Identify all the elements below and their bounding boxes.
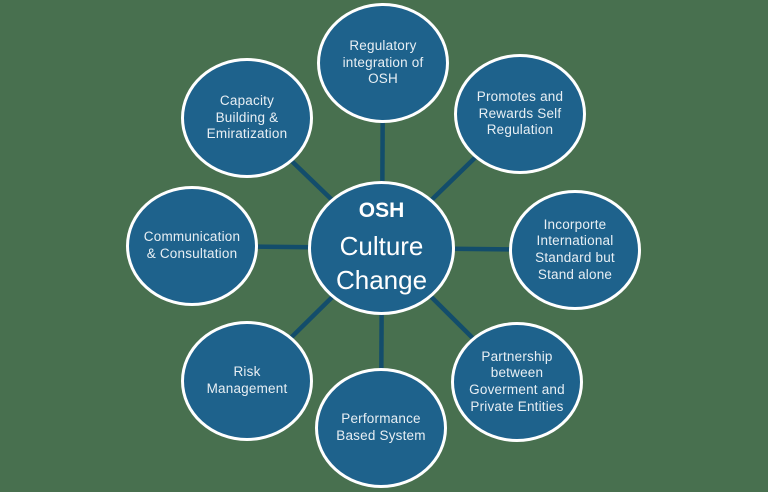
node-label: Incorporte International Standard but St… bbox=[535, 216, 615, 282]
node-promotes-and-rewards-self-regulation: Promotes and Rewards Self Regulation bbox=[454, 54, 586, 174]
node-label: Capacity Building & Emiratization bbox=[206, 92, 288, 142]
node-label: Partnership between Goverment and Privat… bbox=[469, 348, 565, 414]
node-capacity-building-emiratization: Capacity Building & Emiratization bbox=[181, 58, 313, 178]
center-node-heading: OSH bbox=[358, 198, 405, 222]
node-label: Regulatory integration of OSH bbox=[342, 37, 424, 87]
node-label: Communication & Consultation bbox=[143, 229, 241, 261]
center-node-label: Culture Change bbox=[335, 230, 428, 295]
node-communication-consultation: Communication & Consultation bbox=[126, 186, 258, 306]
node-label: Promotes and Rewards Self Regulation bbox=[476, 88, 564, 138]
node-risk-management: Risk Management bbox=[181, 321, 313, 441]
node-label: Risk Management bbox=[206, 364, 288, 396]
node-performance-based-system: Performance Based System bbox=[315, 368, 447, 488]
node-label: Performance Based System bbox=[336, 411, 426, 443]
center-node-osh-culture-change: OSH Culture Change bbox=[308, 181, 455, 315]
node-partnership-goverment-private-entities: Partnership between Goverment and Privat… bbox=[451, 322, 583, 442]
node-regulatory-integration-of-osh: Regulatory integration of OSH bbox=[317, 3, 449, 123]
node-incorporte-international-standard: Incorporte International Standard but St… bbox=[509, 190, 641, 310]
